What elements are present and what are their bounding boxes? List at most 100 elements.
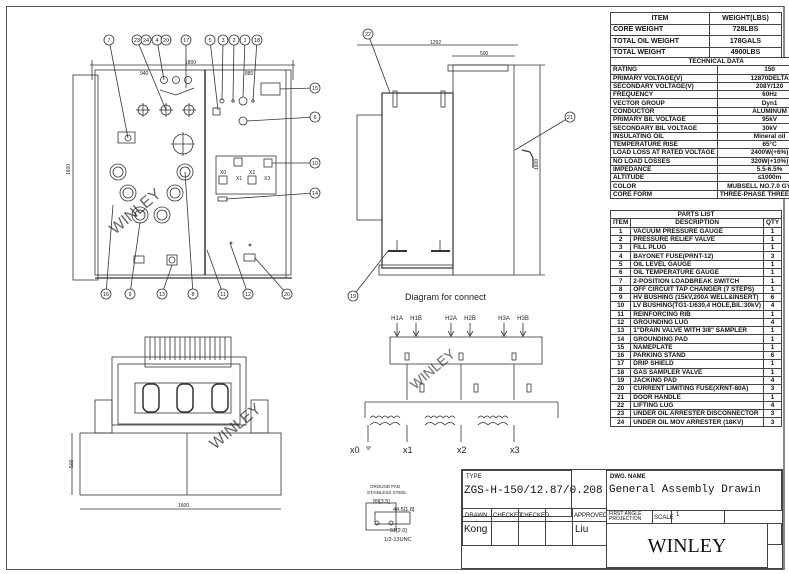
terminal-x0: x0 [350, 445, 360, 455]
approved-label: APPROVED [572, 508, 607, 522]
ground-pad-dim1: 89[3.5] [373, 499, 390, 505]
callout-19: 19 [350, 294, 356, 300]
hv-terminal-H3B: H3B [517, 316, 529, 322]
ground-pad-material: STAINLESS STEEL [367, 490, 407, 495]
tech-row-cell: COLOR [610, 181, 718, 191]
ground-pad-dim3: 51[2.0] [390, 528, 407, 534]
parts-row-cell: 1 [762, 276, 783, 286]
tech-row-cell: SECONDARY BIL VOLTAGE [610, 123, 718, 133]
weights-header-cell: WEIGHT(LBS) [708, 12, 783, 25]
parts-row-cell: 21 [609, 392, 632, 402]
tech-row-cell: 95kV [716, 115, 789, 125]
terminal-x2: x2 [457, 445, 467, 455]
callout-4: 4 [155, 38, 158, 44]
parts-row-cell: 6 [609, 268, 632, 278]
weights-row-cell: TOTAL OIL WEIGHT [610, 35, 710, 48]
callout-bubble [156, 288, 168, 300]
lv-label-x3: X3 [264, 176, 270, 182]
parts-row-cell: 6 [762, 351, 783, 361]
callout-1: 1 [243, 38, 246, 44]
parts-row-cell: LIFTING LUG [630, 400, 764, 411]
callout-24: 24 [143, 38, 149, 44]
parts-row-cell: 1 [762, 359, 783, 369]
checked-label-2: CHECKED [518, 508, 549, 522]
watermark: WINLEY [207, 400, 265, 453]
callout-bubble [180, 34, 192, 46]
parts-row-cell: NAMEPLATE [630, 342, 764, 353]
tech-row-cell: THREE-PHASE THREE-COLUMN [716, 189, 789, 200]
tech-row-cell: MUBSELL NO.7.0 GY 3.2/1.5 [716, 181, 789, 191]
lv-label-x1: X1 [236, 176, 242, 182]
drawn-by: Kong [462, 521, 492, 546]
approved-by: Liu [572, 521, 607, 546]
callout-5: 5 [208, 38, 211, 44]
parts-row-cell: OIL LEVEL GAUGE [630, 259, 764, 270]
lv-label-x2: X2 [249, 170, 255, 176]
parts-title-cell: PARTS LIST [609, 209, 783, 220]
callout-22: 22 [365, 32, 371, 38]
callout-bubble [564, 111, 576, 123]
parts-row-cell: OFF CIRCUIT TAP CHANGER (7 STEPS) [630, 284, 764, 294]
lv-bushing-panel [215, 155, 277, 195]
callout-3: 3 [221, 38, 224, 44]
dim-side-cabinet: 500 [480, 51, 489, 57]
parts-row-cell: FILL PLUG [630, 243, 764, 253]
tech-row-cell: RATING [610, 65, 718, 75]
parts-row-cell: GROUNDING LUG [630, 317, 764, 328]
parts-row-cell: UNDER OIL MOV ARRESTER (18KV) [630, 417, 764, 427]
nameplate-icon [260, 82, 281, 96]
parts-row-cell: PRESSURE RELIEF VALVE [630, 234, 764, 245]
hv-terminal-arrow-icon [412, 323, 420, 337]
parts-row-cell: 2-POSITION LOADBREAK SWITCH [630, 276, 764, 286]
callout-bubble [100, 288, 112, 300]
parts-row-cell: DRIP SHIELD [630, 359, 764, 369]
parts-row-cell: 4 [762, 375, 783, 386]
parts-row-cell: 3 [762, 409, 783, 419]
tech-row-cell: 320W(+10%) [716, 156, 789, 166]
callout-16: 16 [103, 292, 109, 298]
tech-row: SECONDARY VOLTAGE(V)208Y/120 [610, 81, 789, 92]
hv-terminal-arrow-icon [500, 323, 508, 337]
callout-bubble [228, 34, 240, 46]
callout-bubble [187, 288, 199, 300]
callout-13: 13 [159, 292, 165, 298]
terminal-x1: x1 [403, 445, 413, 455]
tech-row: PRIMARY VOLTAGE(V)12870DELTA [610, 73, 789, 83]
tech-row-cell: 65°C [716, 139, 789, 150]
tech-row-cell: ≤1000m [716, 173, 789, 183]
parts-row-cell: 1 [762, 284, 783, 294]
callout-bubble [347, 290, 359, 302]
tech-row-cell: TEMPERATURE RISE [610, 139, 718, 150]
parts-row-cell: GROUNDING PAD [630, 334, 764, 344]
callout-bubble [242, 288, 254, 300]
parts-row-cell: 1 [762, 342, 783, 353]
callout-bubble [217, 34, 229, 46]
tech-row-cell: LOAD LOSS AT RATED VOLTAGE [610, 148, 718, 158]
callout-bubble [140, 34, 152, 46]
parts-row-cell: PARKING STAND [630, 351, 764, 361]
dim-plan-depth: 500 [69, 459, 75, 468]
ground-pad-title: GROUND PAD [370, 484, 401, 489]
ground-pad-detail: GROUND PAD STAINLESS STEEL 89[3.5] 44.5[… [365, 484, 415, 543]
tech-row-cell: ALTITUDE [610, 173, 718, 183]
parts-row-cell: 1 [762, 392, 783, 402]
